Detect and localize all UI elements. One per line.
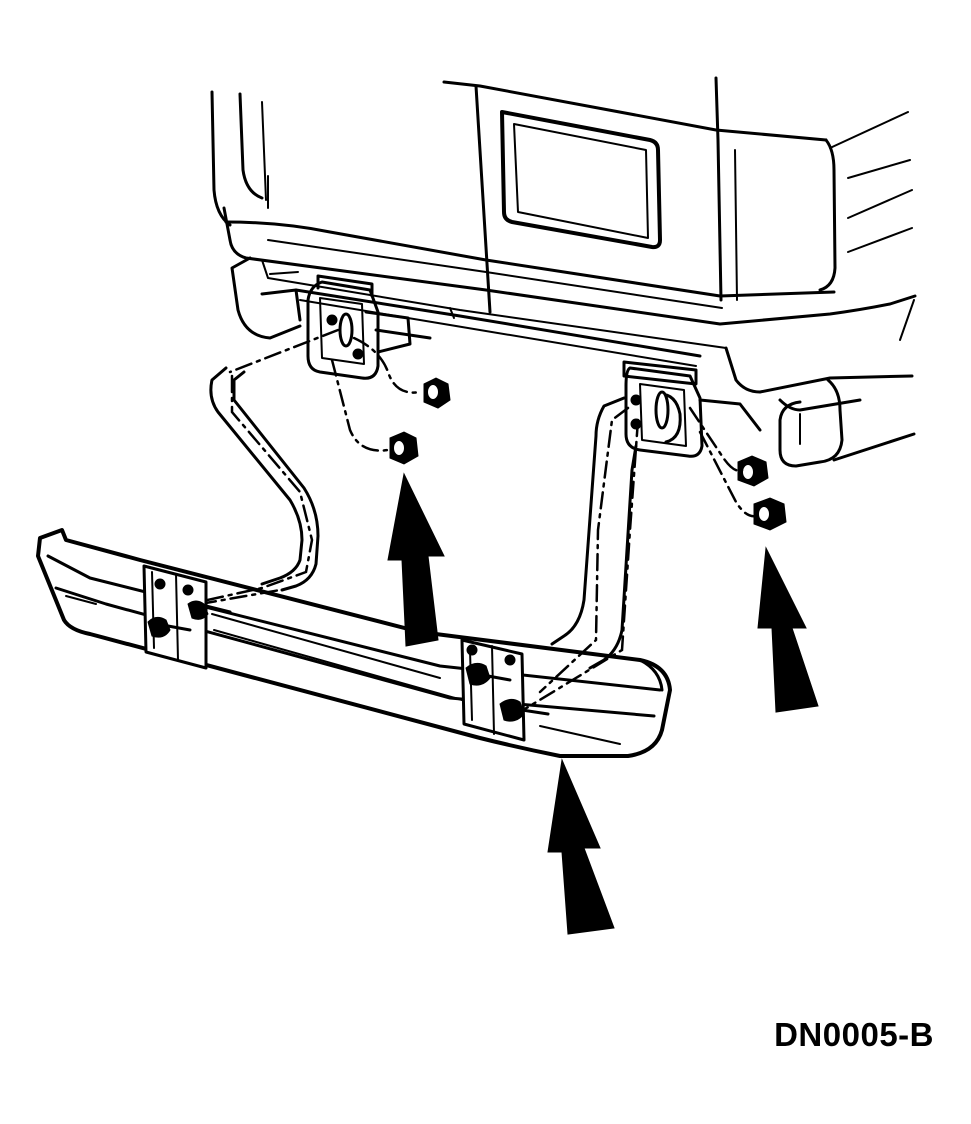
left-frame-bracket	[306, 274, 432, 380]
bumper-bracket-arms	[209, 366, 638, 670]
hex-nut-right-upper	[737, 455, 769, 487]
arrow-up-icon	[547, 758, 615, 935]
rear-bumper-bar	[36, 528, 672, 758]
arrow-up-icon	[387, 472, 445, 647]
arrow-up-icon	[757, 546, 819, 713]
vehicle-rear-body	[210, 76, 917, 468]
hex-nut-left-lower	[389, 431, 419, 465]
hex-nut-right-lower	[753, 497, 787, 531]
right-frame-bracket	[622, 360, 762, 458]
hex-nut-left-upper	[423, 377, 451, 409]
figure-code-label: DN0005-B	[774, 1016, 934, 1053]
